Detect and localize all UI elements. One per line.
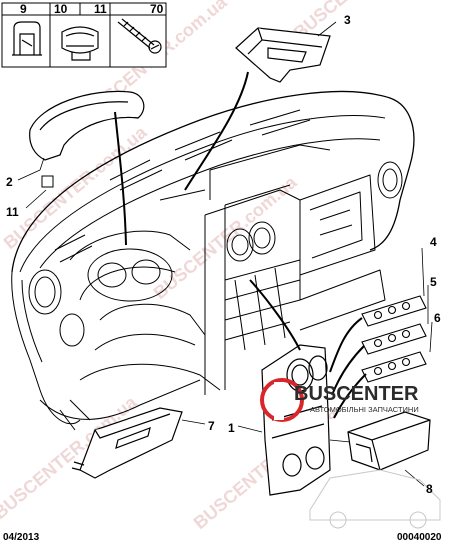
part-3-hood [235, 27, 331, 83]
part-5-switch-panel [361, 323, 427, 355]
callout-line-3 [317, 21, 337, 37]
footer-date: 04/2013 [3, 532, 40, 543]
callout-line-4 [421, 247, 425, 297]
screw-70-icon [117, 18, 162, 54]
clip-10-icon [61, 26, 99, 61]
logo-tagline: АВТОМОБІЛЬНІ ЗАПЧАСТИНИ [310, 405, 419, 414]
callout-3: 3 [344, 13, 351, 27]
callout-1: 1 [228, 421, 235, 435]
callout-line-1 [237, 425, 263, 433]
callout-8: 8 [426, 482, 433, 496]
callout-line-11 [25, 189, 47, 209]
part-1-facia [261, 344, 331, 496]
part-7-panel [71, 407, 183, 479]
callout-2: 2 [6, 175, 13, 189]
leader-part-1 [249, 279, 301, 351]
part-2-cowl [29, 90, 145, 161]
inset-label-70: 70 [150, 2, 164, 16]
inset-label-9: 9 [20, 2, 27, 16]
callout-11: 11 [6, 205, 19, 219]
callout-line-8 [404, 469, 425, 487]
leader-part-6 [333, 373, 367, 419]
fastener-inset [1, 2, 167, 68]
part-6-switch-panel [361, 351, 427, 383]
part-11-clip-square [41, 175, 54, 188]
callout-5: 5 [430, 275, 437, 289]
callout-line-8b [329, 439, 351, 443]
part-8-tray [347, 411, 431, 471]
footer-ref: 00040020 [397, 532, 442, 543]
callout-line-2 [17, 169, 41, 181]
callout-line-6 [429, 321, 433, 353]
callout-7: 7 [208, 419, 215, 433]
inset-label-11: 11 [94, 2, 107, 16]
callout-6: 6 [434, 311, 441, 325]
logo-brand: BUSCENTER [294, 383, 419, 405]
callout-4: 4 [430, 235, 437, 249]
buscenter-logo: BUSCENTER АВТОМОБІЛЬНІ ЗАПЧАСТИНИ [260, 378, 419, 422]
leader-part-3 [184, 71, 249, 191]
dashboard-illustration [11, 90, 415, 431]
leader-part-2 [114, 111, 127, 246]
logo-bar-icon [274, 382, 284, 420]
callout-line-7 [181, 419, 206, 425]
leader-part-5 [331, 345, 365, 396]
clip-9-icon [12, 21, 42, 56]
callout-line-2b [39, 157, 45, 171]
vehicle-sketch [309, 469, 441, 529]
inset-label-10: 10 [54, 2, 68, 16]
part-4-switch-panel [361, 295, 427, 327]
leader-part-4 [329, 317, 363, 373]
